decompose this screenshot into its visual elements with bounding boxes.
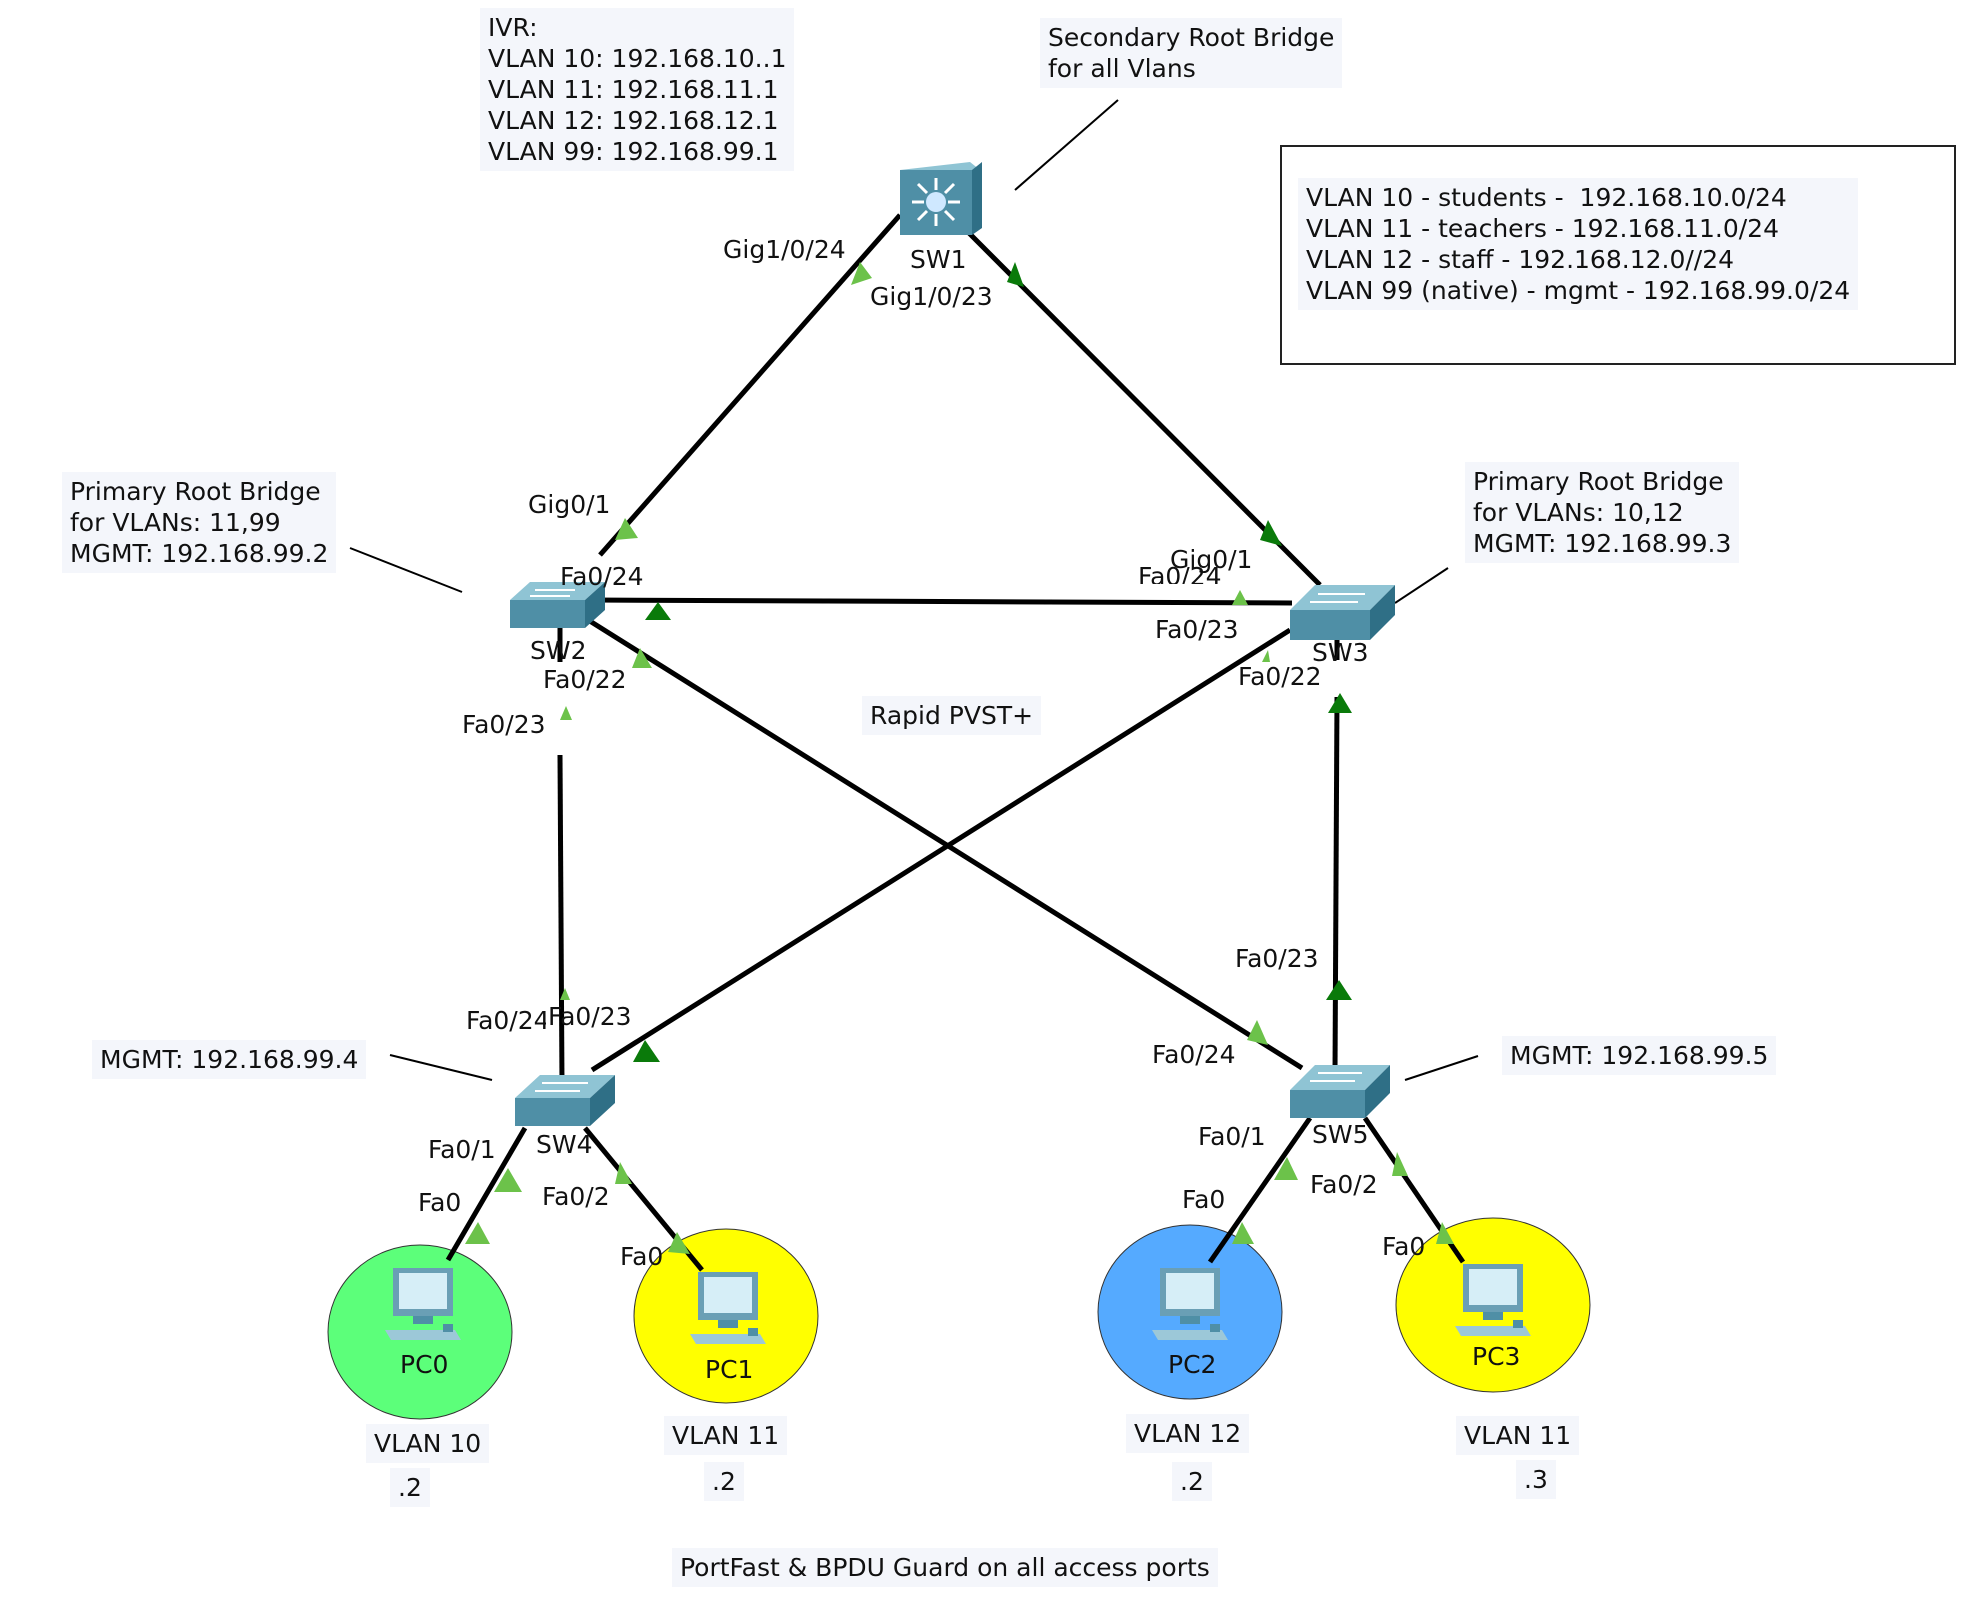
port-marker bbox=[1436, 1222, 1454, 1244]
port-label: Fa0/2 bbox=[1310, 1170, 1378, 1199]
pc1-host-label: .2 bbox=[704, 1462, 744, 1501]
port-marker bbox=[633, 1040, 660, 1062]
callout-sw2 bbox=[349, 547, 463, 593]
port-label: Fa0/23 bbox=[1155, 615, 1239, 644]
port-marker bbox=[1247, 1020, 1268, 1045]
port-marker bbox=[645, 602, 671, 620]
callout-lines bbox=[349, 99, 1479, 1081]
sw4-mgmt-note: MGMT: 192.168.99.4 bbox=[92, 1040, 367, 1079]
port-marker bbox=[1007, 262, 1024, 287]
sw4-switch-icon[interactable] bbox=[515, 1075, 615, 1126]
port-label: Gig1/0/23 bbox=[870, 282, 993, 311]
port-label: Fa0/24 bbox=[1152, 1040, 1236, 1069]
pc0-label: PC0 bbox=[400, 1350, 449, 1379]
sw5-label: SW5 bbox=[1312, 1120, 1369, 1149]
sw3-label: SW3 bbox=[1312, 638, 1369, 667]
port-marker bbox=[560, 706, 572, 720]
port-marker bbox=[1326, 980, 1352, 1000]
port-label: Gig0/1 bbox=[528, 490, 611, 519]
link-sw5-pc2 bbox=[1207, 1116, 1313, 1264]
port-marker bbox=[1232, 1222, 1254, 1244]
port-label: Fa0/23 bbox=[1235, 944, 1319, 973]
callout-sw1 bbox=[1014, 99, 1119, 191]
link-sw2-sw5 bbox=[583, 615, 1304, 1071]
pc3-vlan-label: VLAN 11 bbox=[1456, 1416, 1580, 1455]
pc3-computer-icon[interactable] bbox=[1455, 1264, 1531, 1336]
pc2-vlan-label: VLAN 12 bbox=[1126, 1414, 1250, 1453]
secondary-root-note: Secondary Root Bridge for all Vlans bbox=[1040, 18, 1343, 88]
port-label: Gig1/0/24 bbox=[723, 235, 846, 264]
port-marker bbox=[615, 518, 638, 540]
port-marker bbox=[632, 648, 652, 668]
callout-sw4 bbox=[389, 1054, 493, 1081]
port-marker bbox=[560, 988, 570, 1000]
sw3-switch-icon[interactable] bbox=[1290, 585, 1395, 640]
pc2-label: PC2 bbox=[1168, 1350, 1217, 1379]
port-markers bbox=[465, 262, 1454, 1254]
pc3-label: PC3 bbox=[1472, 1342, 1521, 1371]
pc3-host-label: .3 bbox=[1516, 1460, 1556, 1499]
port-label: Fa0 bbox=[418, 1188, 462, 1217]
port-label: Fa0/2 bbox=[542, 1182, 610, 1211]
link-sw2-sw4 bbox=[557, 754, 565, 1086]
callout-sw3 bbox=[1394, 567, 1449, 604]
port-marker bbox=[1392, 1152, 1408, 1176]
sw1-label: SW1 bbox=[910, 245, 967, 274]
port-marker bbox=[494, 1168, 522, 1192]
sw3-info-note: Primary Root Bridge for VLANs: 10,12 MGM… bbox=[1465, 462, 1740, 563]
sw1-multilayer-switch-icon[interactable] bbox=[900, 162, 982, 235]
port-label: Fa0/22 bbox=[543, 665, 627, 694]
port-marker bbox=[851, 262, 872, 285]
port-label: Gig0/1 bbox=[1170, 545, 1253, 574]
port-label: Fa0 bbox=[1382, 1232, 1426, 1261]
callout-sw5 bbox=[1404, 1055, 1479, 1081]
port-marker bbox=[1274, 1157, 1298, 1180]
pc0-computer-icon[interactable] bbox=[385, 1268, 461, 1340]
port-marker bbox=[1232, 590, 1248, 605]
sw2-switch-icon[interactable] bbox=[510, 582, 605, 628]
port-marker bbox=[1260, 520, 1282, 546]
port-label: Fa0/1 bbox=[1198, 1122, 1266, 1151]
ivr-note: IVR: VLAN 10: 192.168.10..1 VLAN 11: 192… bbox=[480, 8, 795, 171]
port-marker bbox=[465, 1222, 490, 1244]
protocol-note: Rapid PVST+ bbox=[862, 696, 1042, 735]
port-label: Fa0/24 bbox=[466, 1006, 546, 1035]
port-marker bbox=[1262, 650, 1270, 662]
portfast-note: PortFast & BPDU Guard on all access port… bbox=[672, 1548, 1218, 1587]
sw4-label: SW4 bbox=[536, 1130, 593, 1159]
pc2-host-label: .2 bbox=[1172, 1462, 1212, 1501]
link-sw3-sw4 bbox=[590, 627, 1292, 1073]
link-sw2-sw3 bbox=[589, 597, 1293, 606]
link-sw1-sw2 bbox=[598, 213, 902, 557]
pc1-label: PC1 bbox=[705, 1355, 754, 1384]
link-sw4-pc0 bbox=[445, 1126, 528, 1262]
pc1-vlan-label: VLAN 11 bbox=[664, 1416, 788, 1455]
pc2-computer-icon[interactable] bbox=[1152, 1268, 1228, 1340]
vlan-legend-text: VLAN 10 - students - 192.168.10.0/24 VLA… bbox=[1298, 178, 1859, 310]
port-marker bbox=[1328, 693, 1352, 713]
port-label: Fa0/24 bbox=[560, 562, 644, 591]
port-label: Fa0 bbox=[1182, 1185, 1226, 1214]
sw5-switch-icon[interactable] bbox=[1290, 1065, 1390, 1118]
port-label: Fa0/22 bbox=[1238, 662, 1322, 691]
sw2-label: SW2 bbox=[530, 636, 587, 662]
port-marker bbox=[615, 1162, 632, 1184]
pc1-computer-icon[interactable] bbox=[690, 1272, 766, 1344]
port-label: Fa0/23 bbox=[462, 710, 546, 739]
port-label: Fa0/1 bbox=[428, 1135, 496, 1164]
sw2-info-note: Primary Root Bridge for VLANs: 11,99 MGM… bbox=[62, 472, 337, 573]
port-label: Fa0/24 bbox=[1138, 562, 1222, 584]
port-label: Fa0/23 bbox=[548, 1002, 632, 1031]
pc0-host-label: .2 bbox=[390, 1468, 430, 1507]
pc0-vlan-label: VLAN 10 bbox=[366, 1424, 490, 1463]
port-marker bbox=[668, 1232, 690, 1254]
link-sw3-sw5 bbox=[1332, 696, 1340, 1073]
sw5-mgmt-note: MGMT: 192.168.99.5 bbox=[1502, 1036, 1777, 1075]
port-label: Fa0 bbox=[620, 1242, 664, 1271]
